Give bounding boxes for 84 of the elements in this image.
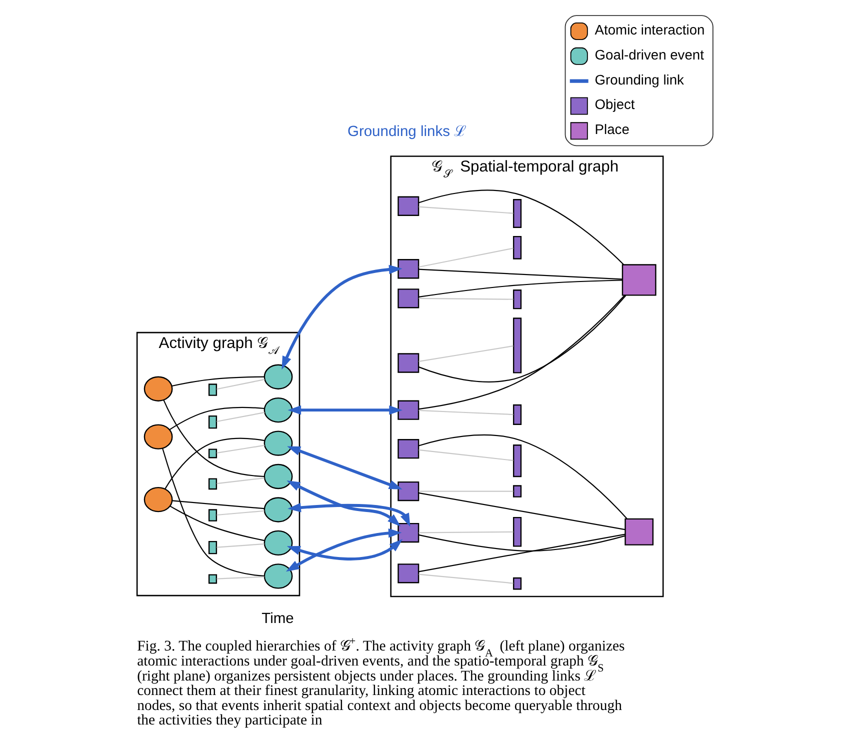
connector bbox=[418, 298, 514, 300]
node-bar bbox=[513, 516, 522, 547]
node-circle bbox=[264, 564, 293, 589]
node-circle bbox=[264, 397, 293, 423]
node-box bbox=[398, 288, 420, 308]
node-bar bbox=[513, 236, 522, 260]
connector bbox=[418, 574, 514, 584]
node-box bbox=[398, 400, 420, 420]
connector bbox=[216, 576, 264, 580]
arrow bbox=[287, 446, 402, 490]
node-bar bbox=[513, 444, 522, 478]
node-circle bbox=[264, 430, 293, 456]
label: Grounding links ℒ bbox=[347, 124, 466, 140]
connector bbox=[418, 268, 622, 280]
connector bbox=[216, 543, 264, 548]
node-circle bbox=[144, 424, 173, 450]
arrow bbox=[288, 502, 410, 527]
node-circle bbox=[264, 464, 293, 490]
node-circle bbox=[264, 364, 293, 390]
node-circle bbox=[264, 530, 293, 556]
node-circle bbox=[144, 486, 173, 512]
node-box bbox=[398, 196, 420, 216]
connector bbox=[418, 280, 622, 298]
arrow bbox=[286, 480, 401, 527]
connector bbox=[418, 345, 514, 362]
node-box bbox=[398, 522, 420, 543]
connector bbox=[418, 206, 514, 214]
connector bbox=[172, 376, 264, 387]
node-bar bbox=[513, 404, 522, 425]
legend-label: Place bbox=[594, 121, 630, 138]
node-box bbox=[622, 264, 656, 296]
node-box bbox=[398, 481, 420, 502]
node-bar bbox=[208, 478, 218, 490]
connector bbox=[418, 492, 626, 530]
connector bbox=[418, 248, 514, 268]
connector bbox=[418, 410, 514, 416]
connector bbox=[172, 500, 264, 510]
connector bbox=[170, 506, 265, 542]
node-circle bbox=[264, 497, 293, 522]
connector bbox=[418, 531, 514, 534]
node-box bbox=[398, 564, 420, 584]
connector bbox=[216, 444, 265, 454]
node-bar bbox=[513, 199, 522, 228]
connector bbox=[216, 378, 265, 390]
label: Time bbox=[262, 611, 294, 628]
legend-label: Goal-driven event bbox=[594, 46, 704, 62]
connector bbox=[216, 510, 264, 516]
connector bbox=[164, 438, 265, 490]
connector bbox=[418, 294, 626, 410]
arrow bbox=[288, 405, 402, 415]
arrow bbox=[282, 264, 402, 370]
connector bbox=[169, 406, 265, 430]
node-box bbox=[398, 259, 420, 279]
connector bbox=[163, 400, 264, 478]
connector bbox=[418, 434, 628, 519]
connector bbox=[418, 534, 626, 572]
node-bar bbox=[513, 485, 522, 498]
connector bbox=[162, 448, 264, 577]
connector bbox=[418, 295, 626, 382]
node-box bbox=[398, 353, 420, 373]
caption: Fig. 3. The coupled hierarchies of 𝒢$^{+}$. The activity graph 𝒢$_{A}$ (left plane) organizes atomic interactions under goal-driven events, and the spatio-temporal graph 𝒢$_{S}$ (right plane) organizes persistent objects under places. The grounding links ℒ connect them at their finest granularity, linking atomic interactions to object nodes, so that events inherit spatial context and objects become queryable through the activities they participate in bbox=[137, 636, 625, 729]
node-box bbox=[624, 518, 654, 546]
arrow bbox=[286, 539, 403, 560]
legend-label: Object bbox=[594, 96, 635, 112]
node-circle bbox=[144, 376, 173, 402]
connector bbox=[418, 534, 626, 552]
node-bar bbox=[513, 577, 522, 590]
node-bar bbox=[513, 290, 522, 310]
node-bar bbox=[208, 415, 218, 429]
node-bar bbox=[208, 574, 218, 584]
node-bar bbox=[208, 509, 218, 522]
node-box bbox=[398, 439, 420, 459]
legend-label: Grounding link bbox=[594, 71, 684, 88]
connector bbox=[418, 490, 514, 492]
node-bar bbox=[208, 384, 218, 396]
node-bar bbox=[208, 448, 218, 458]
arrow bbox=[286, 528, 402, 572]
node-bar bbox=[208, 540, 218, 554]
node-bar bbox=[513, 318, 522, 374]
legend-label: Atomic interaction bbox=[594, 21, 705, 38]
connector bbox=[418, 190, 624, 265]
connector bbox=[418, 449, 514, 462]
connector bbox=[216, 412, 265, 422]
connector bbox=[216, 477, 264, 484]
